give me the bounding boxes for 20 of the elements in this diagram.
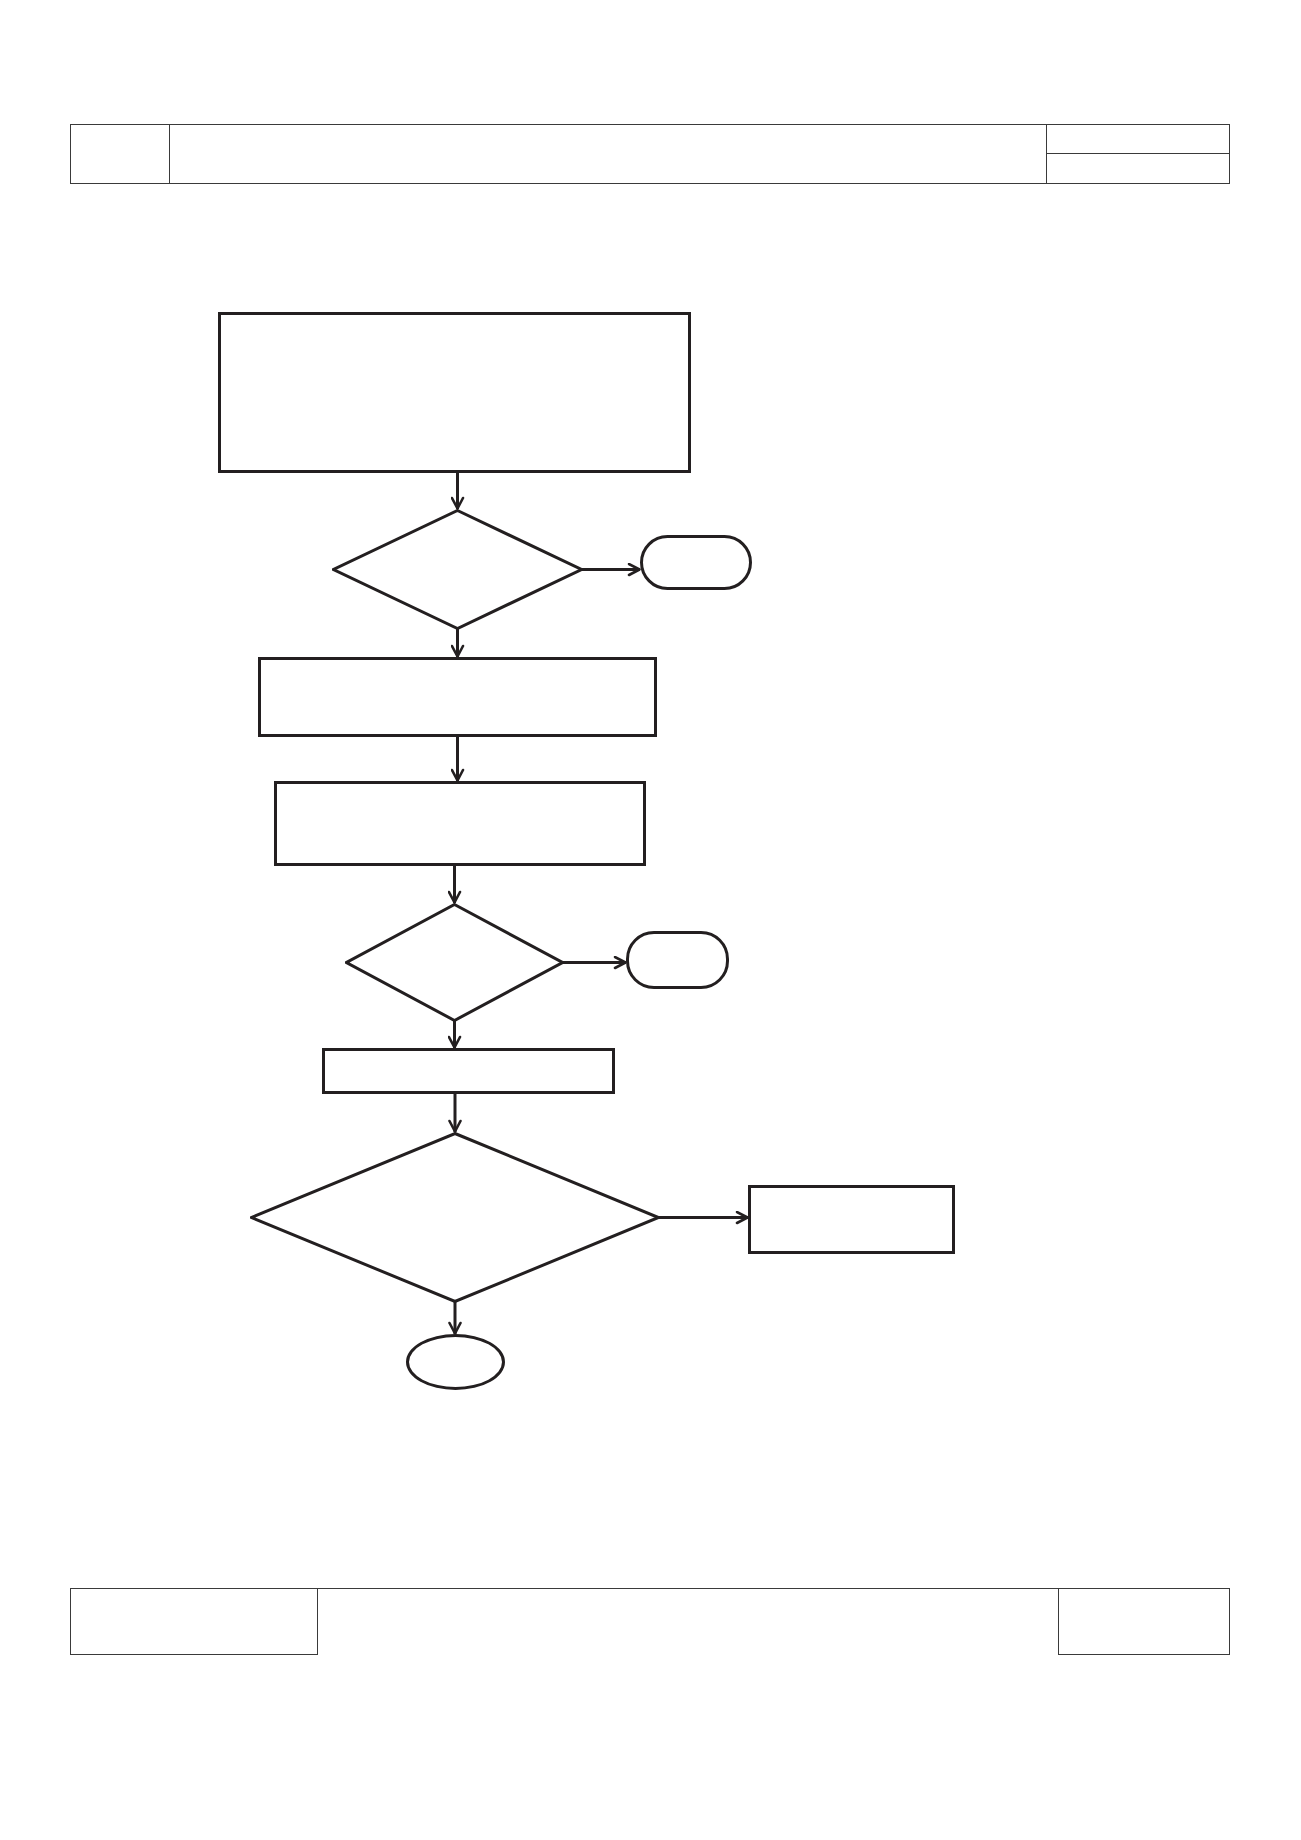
arrow — [450, 736, 465, 782]
process-box — [322, 1048, 615, 1094]
arrow — [447, 865, 462, 904]
terminal-shape — [626, 931, 729, 989]
process-box — [218, 312, 691, 473]
process-box — [274, 781, 646, 866]
process-box — [258, 657, 657, 737]
arrow — [582, 562, 641, 577]
terminal-shape — [640, 535, 752, 590]
arrow — [448, 1093, 462, 1133]
decision-diamond — [345, 903, 564, 1022]
arrow — [563, 955, 627, 970]
arrow — [448, 1302, 462, 1335]
decision-diamond — [332, 509, 583, 630]
arrow — [447, 1021, 462, 1049]
decision-diamond — [250, 1132, 660, 1303]
process-box — [748, 1185, 955, 1254]
arrow — [659, 1210, 749, 1225]
arrow — [450, 472, 465, 510]
arrow — [450, 629, 465, 658]
